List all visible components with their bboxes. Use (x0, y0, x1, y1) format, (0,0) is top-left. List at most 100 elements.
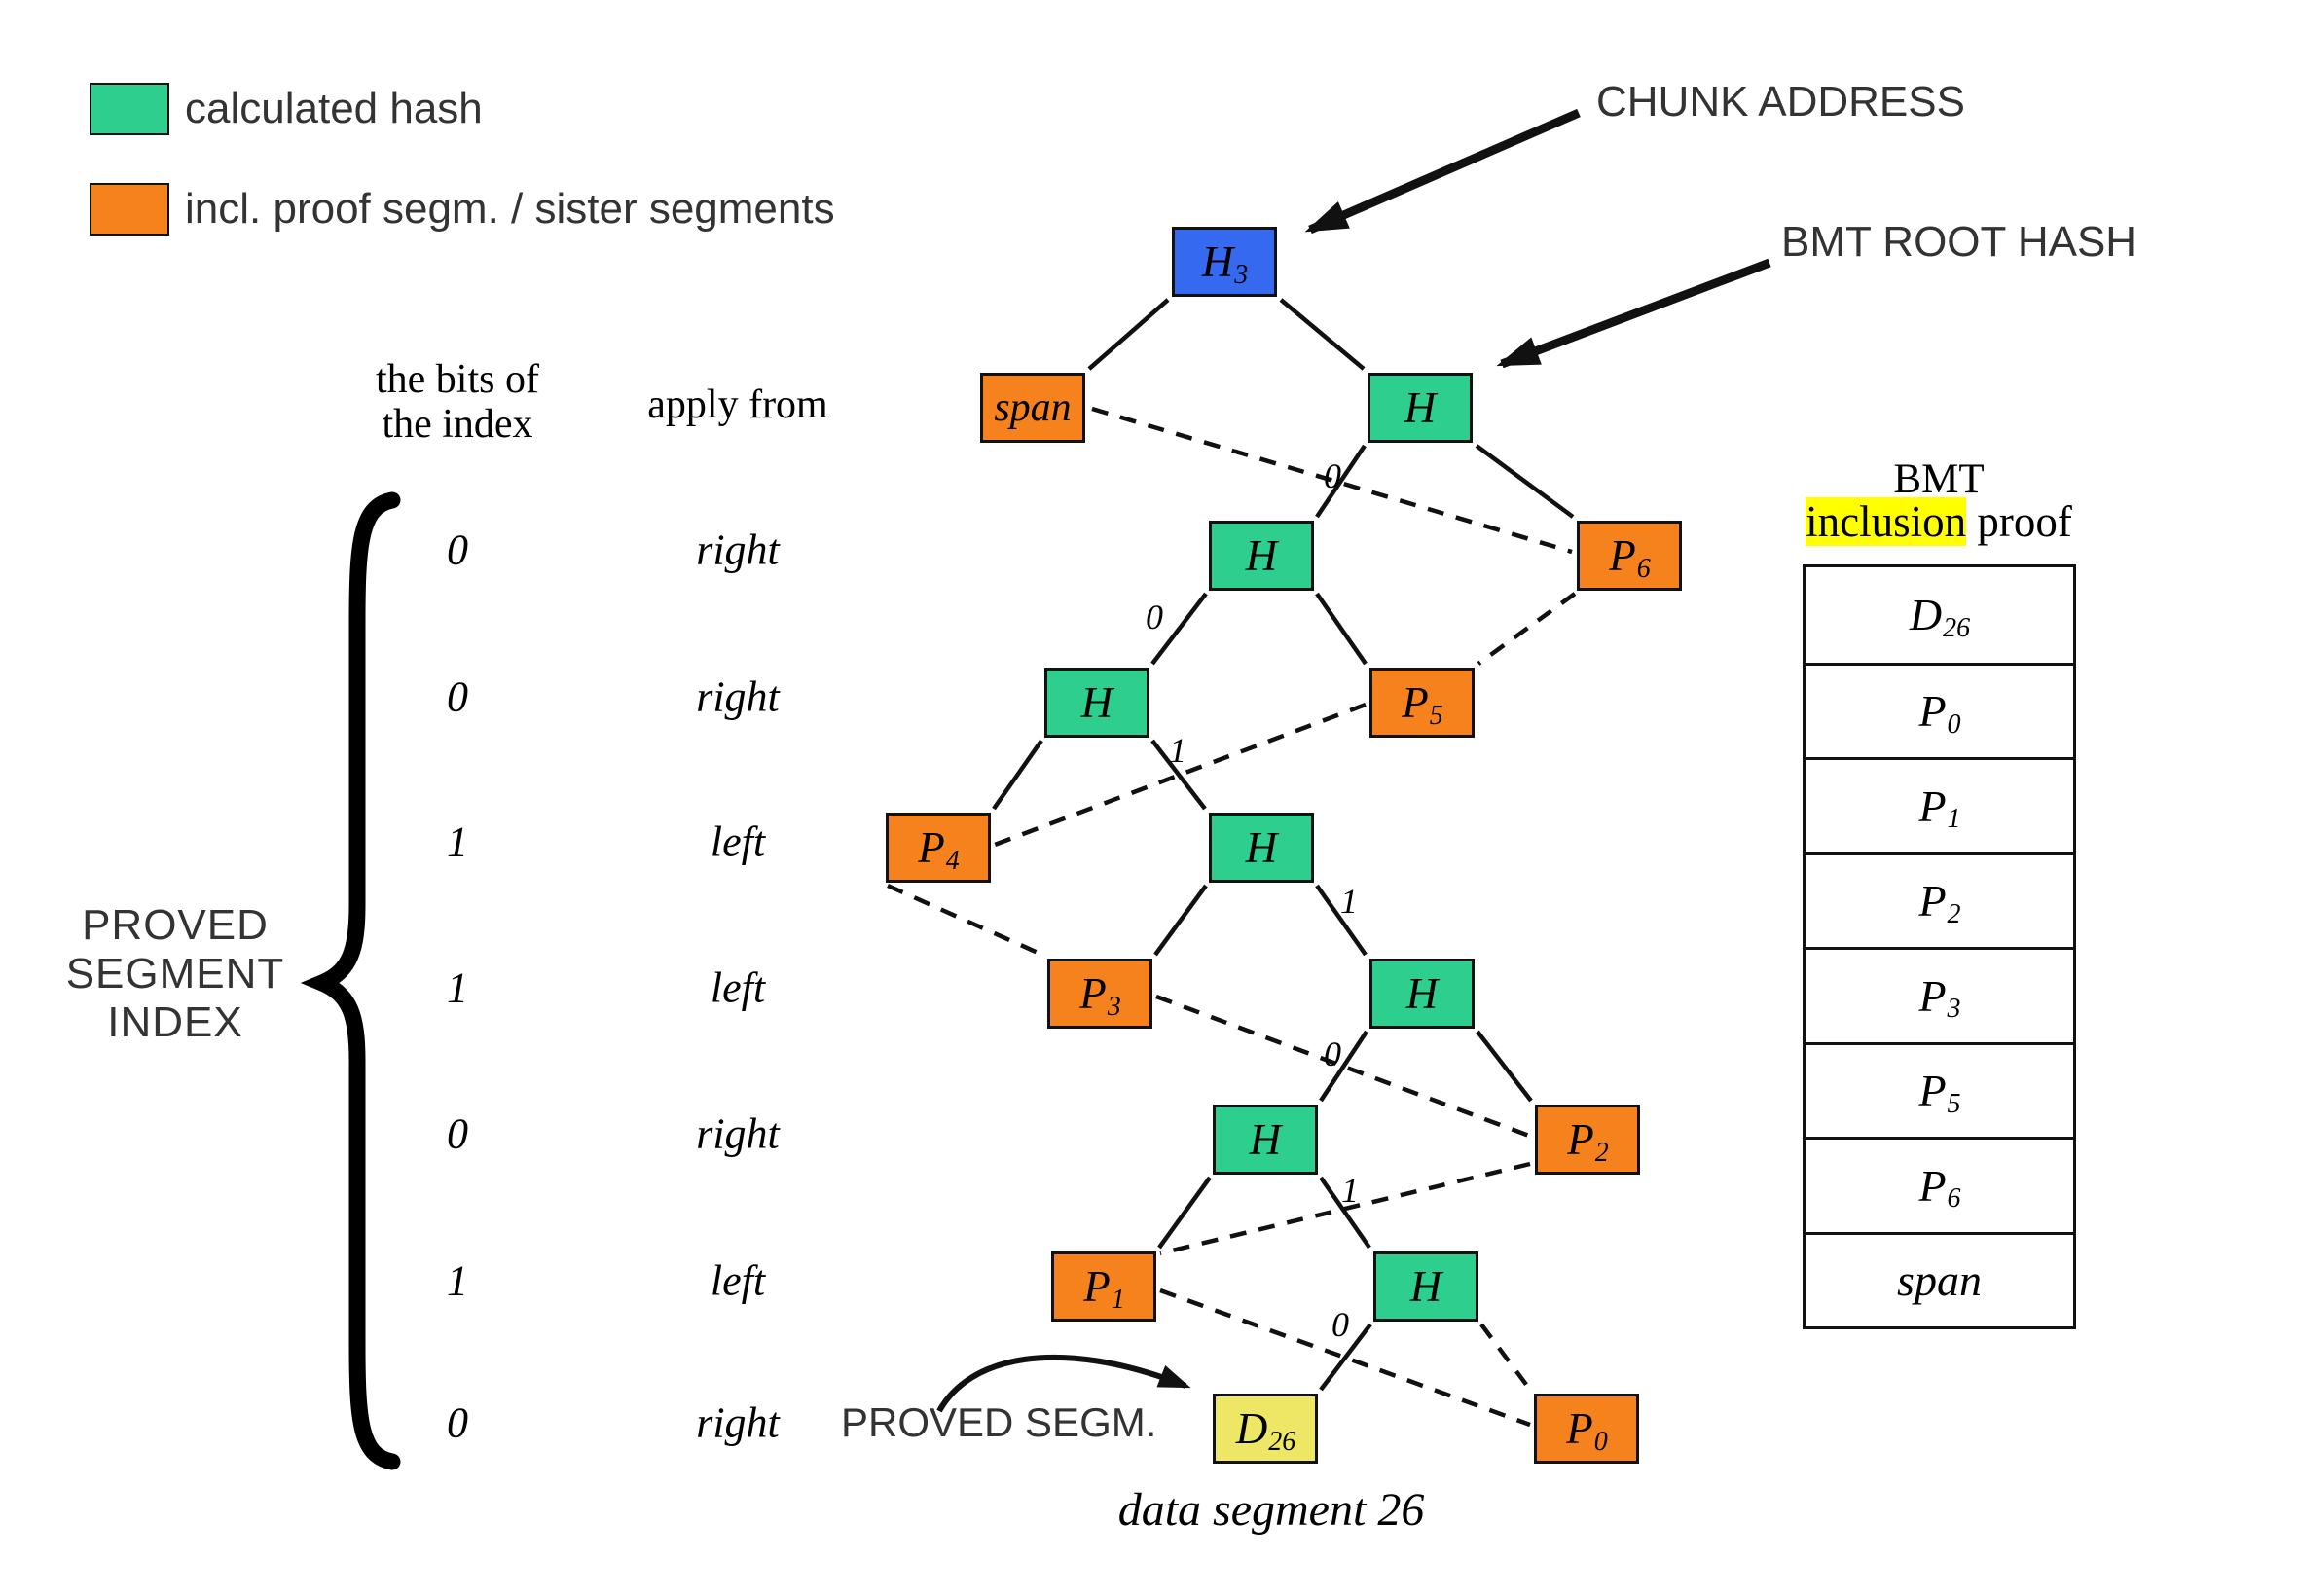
psi-line2: SEGMENT (65, 950, 285, 998)
subtitle-highlighted-word: inclusion (1806, 497, 1967, 546)
tree-node-hd: H (1369, 959, 1475, 1029)
apply-from-4: right (696, 1109, 780, 1158)
node-label: H (1249, 1115, 1282, 1164)
node-label: H (1409, 1262, 1442, 1311)
chunk-address-arrow (1304, 108, 1581, 235)
index-bit-5: 1 (447, 1256, 468, 1305)
node-label: P (1566, 1404, 1593, 1453)
bits-header-line1: the bits of (376, 357, 539, 402)
proof-table-title: BMT (1893, 456, 1985, 502)
node-subscript: 1 (1111, 1285, 1125, 1315)
proof-row-label: P (1918, 780, 1947, 831)
tree-edge (992, 739, 1043, 811)
node-label: H (1080, 678, 1113, 727)
legend-swatch-proof-segments (90, 183, 169, 236)
apply-from-1: right (696, 672, 780, 721)
node-subscript: 5 (1429, 701, 1443, 731)
proof-row-subscript: 0 (1947, 708, 1961, 740)
proof-row-label: P (1918, 876, 1947, 926)
tree-edge (1153, 884, 1208, 957)
node-label: H (1245, 823, 1278, 872)
edge-bit-label: 0 (1324, 1034, 1341, 1073)
dashed-link (1477, 592, 1577, 666)
legend-label-proof-segments: incl. proof segm. / sister segments (185, 185, 835, 233)
dashed-link (887, 883, 1045, 959)
index-bit-2: 1 (447, 817, 468, 866)
proof-row-subscript: 2 (1947, 898, 1961, 929)
tree-edge (1319, 1323, 1372, 1392)
node-label: P (1402, 678, 1429, 727)
node-subscript: 26 (1268, 1427, 1296, 1457)
proof-row-subscript: 3 (1947, 994, 1961, 1025)
bits-header-line2: the index (382, 402, 533, 447)
apply-from-2: left (710, 817, 766, 866)
subtitle-rest: proof (1966, 497, 2072, 546)
node-subscript: 6 (1636, 554, 1651, 584)
tree-edge (1315, 884, 1368, 957)
tree-edge (1157, 1176, 1212, 1250)
psi-line3: INDEX (107, 998, 243, 1046)
tree-node-hb: H (1044, 668, 1149, 738)
apply-from-header: apply from (647, 382, 828, 427)
chunk-address-label: CHUNK ADDRESS (1596, 78, 1965, 126)
dashed-link (1091, 406, 1573, 555)
node-subscript: 4 (945, 846, 960, 876)
tree-node-ha: H (1209, 521, 1314, 591)
proof-row-subscript: 26 (1943, 612, 1971, 643)
tree-node-span: span (980, 373, 1085, 443)
node-label: P (1083, 1262, 1111, 1311)
legend-label-calculated-hash: calculated hash (185, 85, 483, 132)
node-label: H (1404, 383, 1437, 432)
tree-edge (1475, 444, 1575, 519)
proved-segment-index-label: PROVED SEGMENT INDEX (29, 901, 321, 1047)
proof-dashed-links (887, 406, 1577, 1428)
proved-segment-label: PROVED SEGM. (841, 1399, 1157, 1445)
edge-bit-label: 1 (1340, 882, 1358, 921)
tree-edge (1315, 592, 1368, 666)
tree-edge (1476, 1030, 1533, 1103)
proof-row-subscript: 5 (1947, 1088, 1961, 1119)
apply-from-0: right (696, 526, 780, 574)
proof-row-subscript: 1 (1947, 804, 1961, 835)
tree-node-he: H (1213, 1105, 1318, 1175)
proof-table-subtitle: inclusion proof (1787, 496, 2091, 547)
node-label: P (1079, 969, 1107, 1018)
node-subscript: 0 (1593, 1427, 1608, 1457)
data-segment-caption: data segment 26 (1117, 1484, 1425, 1536)
tree-node-hc: H (1209, 813, 1314, 883)
node-label: H (1245, 531, 1278, 580)
bmt-root-hash-arrow (1496, 258, 1771, 369)
node-subscript: 3 (1234, 260, 1249, 290)
node-subscript: 2 (1594, 1138, 1609, 1168)
node-label: P (918, 823, 945, 872)
apply-from-5: left (710, 1256, 766, 1305)
edge-bit-label: 0 (1324, 456, 1341, 495)
tree-edge (1315, 444, 1367, 519)
node-label: P (1609, 531, 1636, 580)
tree-edge (1150, 739, 1207, 811)
index-bit-3: 1 (447, 963, 468, 1012)
node-label: P (1567, 1115, 1594, 1164)
edge-bit-label: 0 (1331, 1305, 1349, 1344)
proof-row-subscript: 6 (1947, 1183, 1961, 1215)
dashed-link (1159, 1161, 1531, 1256)
proved-segment-arrow (936, 1354, 1191, 1413)
tree-edge (1087, 298, 1170, 371)
proof-row-span: span (1806, 1231, 2073, 1327)
bmt-root-hash-label: BMT ROOT HASH (1781, 218, 2137, 266)
dashed-link (1479, 1323, 1532, 1392)
node-label: H (1201, 237, 1234, 286)
proof-row-label: P (1918, 1160, 1947, 1211)
index-bit-4: 0 (447, 1109, 468, 1158)
proof-row-label: D (1909, 590, 1943, 640)
